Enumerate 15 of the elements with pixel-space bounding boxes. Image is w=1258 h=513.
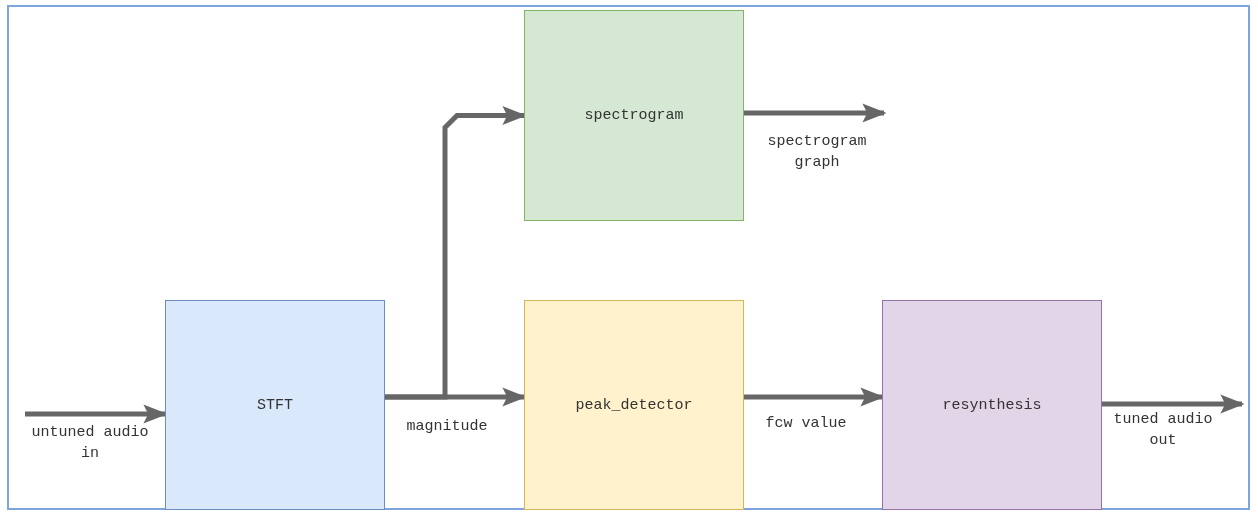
process-box [524, 300, 744, 510]
edge-label: fcw value [764, 414, 848, 434]
process-box [882, 300, 1102, 510]
arrow [744, 103, 887, 123]
box-label: spectrogram [584, 107, 684, 124]
edge-label: magnitude [405, 417, 489, 437]
box-label: peak_detector [575, 396, 693, 414]
process-box [524, 10, 744, 221]
edge-label: untuned audio in [30, 423, 150, 464]
edge-label: spectrogram graph [766, 132, 868, 173]
process-box [165, 300, 385, 510]
edge-label: tuned audio out [1112, 410, 1214, 451]
arrow [1102, 394, 1245, 414]
box-label: resynthesis [942, 396, 1042, 414]
box-label: STFT [257, 396, 293, 414]
